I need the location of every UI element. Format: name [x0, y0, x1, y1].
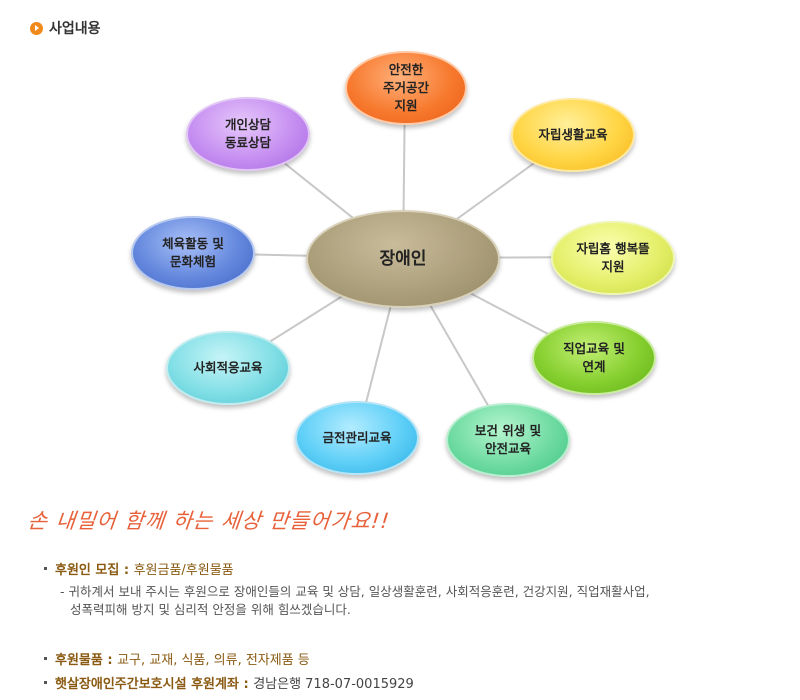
node-self-reliance: 자립홈 행복뜰 지원	[551, 221, 675, 295]
arrow-circle-icon	[30, 21, 43, 35]
slogan: 손 내밀어 함께 하는 세상 만들어가요!!	[26, 509, 392, 533]
info-recruit: 후원인 모집 : 후원금품/후원물품	[44, 559, 234, 578]
bullet-icon	[44, 681, 47, 684]
section-header: 사업내용	[30, 18, 101, 38]
info-recruit-desc-2: 성폭력피해 방지 및 심리적 안정을 위해 힘쓰겠습니다.	[70, 602, 351, 617]
bullet-icon	[44, 567, 47, 570]
info-recruit-desc-1: - 귀하계서 보내 주시는 후원으로 장애인들의 교육 및 상담, 일상생활훈련…	[60, 584, 650, 599]
bullet-icon	[44, 657, 47, 660]
node-housing: 안전한 주거공간 지원	[345, 51, 467, 125]
node-vocational: 직업교육 및 연계	[532, 321, 656, 395]
center-node-disabled-persons: 장애인	[306, 210, 500, 308]
info-account: 햇살장애인주간보호시설 후원계좌 : 경남은행 718-07-0015929	[44, 673, 414, 692]
node-independent-living: 자립생활교육	[511, 98, 635, 172]
node-finance: 금전관리교육	[295, 401, 419, 475]
node-counseling: 개인상담 동료상담	[186, 97, 310, 171]
info-goods: 후원물품 : 교구, 교재, 식품, 의류, 전자제품 등	[44, 649, 310, 668]
node-health: 보건 위생 및 안전교육	[446, 403, 570, 477]
node-social: 사회적응교육	[166, 331, 290, 405]
program-diagram: 장애인 안전한 주거공간 지원 자립생활교육 자립홈 행복뜰 지원 직업교육 및…	[131, 51, 675, 477]
section-title: 사업내용	[49, 21, 101, 37]
node-sports: 체육활동 및 문화체험	[131, 216, 255, 290]
